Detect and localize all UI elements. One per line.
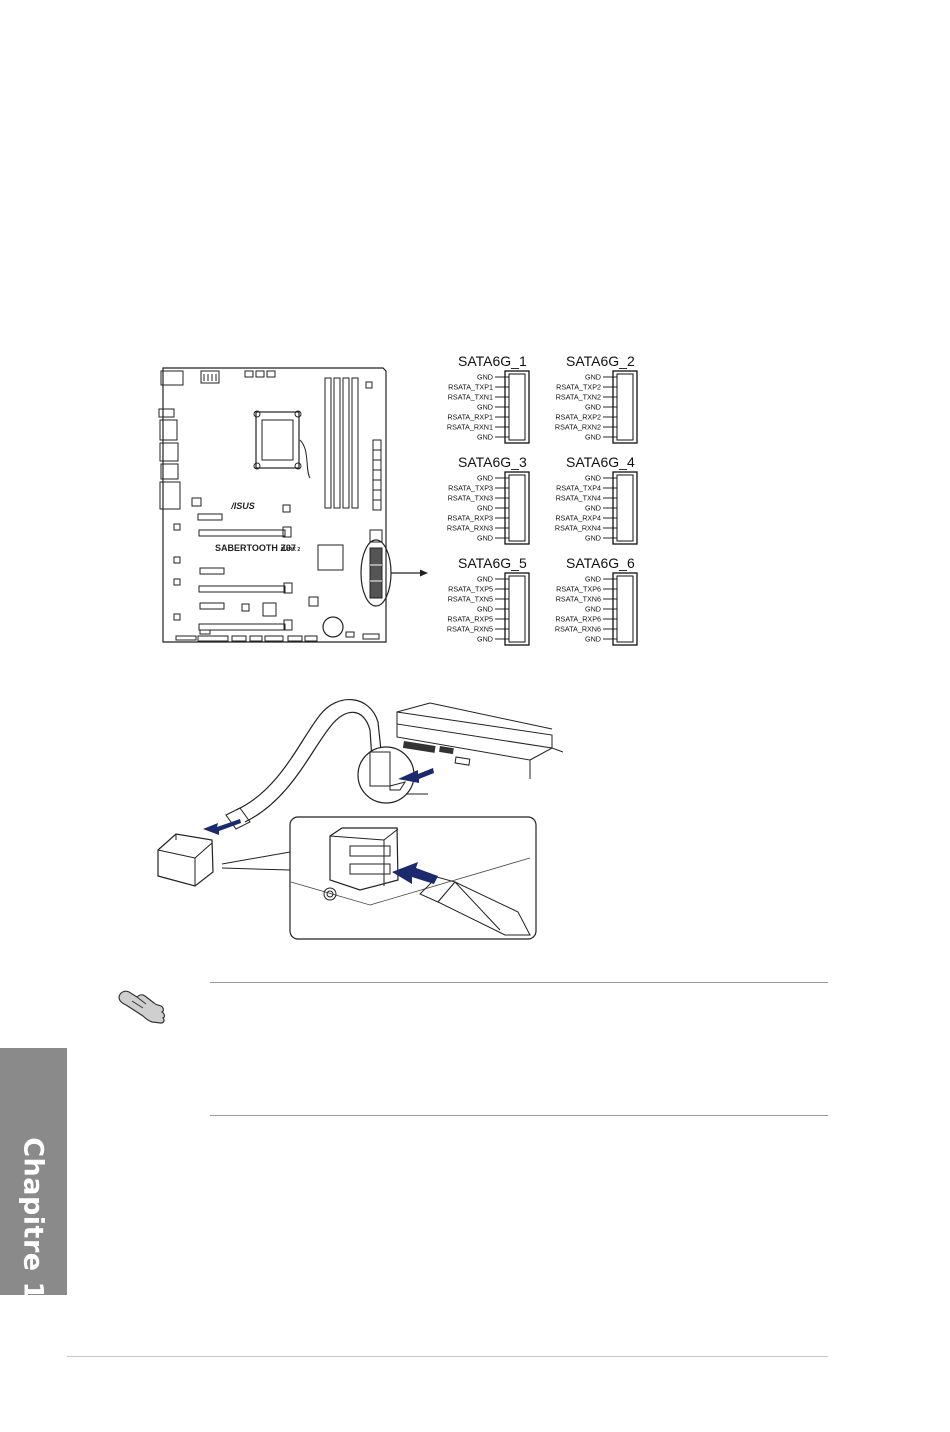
sata-connector-1: SATA6G_1GNDRSATA_TXP1RSATA_TXN1GNDRSATA_…	[447, 353, 530, 444]
connector-title: SATA6G_1	[458, 353, 527, 369]
pin-label: RSATA_TXP4	[556, 484, 601, 493]
pin-label: GND	[477, 534, 493, 543]
board-model-label: SABERTOOTH Z97	[215, 543, 296, 553]
chapter-tab: Chapitre 1	[0, 1048, 67, 1301]
sata-connector-4: SATA6G_4GNDRSATA_TXP4RSATA_TXN4GNDRSATA_…	[555, 454, 638, 545]
pin-label: RSATA_RXP2	[555, 413, 601, 422]
pin-label: RSATA_TXN4	[556, 494, 601, 503]
connector-title: SATA6G_3	[458, 454, 527, 470]
pin-label: RSATA_TXP2	[556, 383, 601, 392]
pin-label: RSATA_TXN6	[556, 595, 601, 604]
pin-label: RSATA_RXP3	[447, 514, 493, 523]
pin-label: GND	[477, 474, 493, 483]
pin-label: GND	[585, 474, 601, 483]
pin-label: RSATA_TXN3	[448, 494, 493, 503]
pin-label: RSATA_RXN6	[555, 625, 601, 634]
pin-label: RSATA_RXN2	[555, 423, 601, 432]
pin-label: RSATA_RXN1	[447, 423, 493, 432]
pin-label: GND	[477, 605, 493, 614]
chapter-tab-label: Chapitre 1	[17, 1137, 49, 1301]
pin-label: GND	[585, 373, 601, 382]
pin-label: RSATA_TXN2	[556, 393, 601, 402]
connector-title: SATA6G_4	[566, 454, 635, 470]
note-divider-top	[210, 982, 828, 983]
sata-connector-3: SATA6G_3GNDRSATA_TXP3RSATA_TXN3GNDRSATA_…	[447, 454, 530, 545]
pin-label: RSATA_TXP1	[448, 383, 493, 392]
pin-label: GND	[585, 575, 601, 584]
pin-label: GND	[585, 605, 601, 614]
pin-label: RSATA_RXN3	[447, 524, 493, 533]
note-divider-bottom	[210, 1115, 828, 1116]
pin-label: GND	[585, 403, 601, 412]
pin-label: GND	[477, 373, 493, 382]
pin-label: RSATA_RXN4	[555, 524, 601, 533]
pin-label: GND	[585, 534, 601, 543]
pin-label: RSATA_RXP4	[555, 514, 601, 523]
footer-divider	[67, 1356, 828, 1357]
pin-label: RSATA_TXN1	[448, 393, 493, 402]
pin-label: RSATA_TXP5	[448, 585, 493, 594]
pin-label: RSATA_RXP1	[447, 413, 493, 422]
pin-label: GND	[477, 433, 493, 442]
pin-label: RSATA_TXP6	[556, 585, 601, 594]
pin-label: GND	[477, 575, 493, 584]
connector-title: SATA6G_2	[566, 353, 635, 369]
pin-label: RSATA_TXP3	[448, 484, 493, 493]
pin-label: GND	[585, 504, 601, 513]
pin-label: GND	[477, 403, 493, 412]
sata-connector-5: SATA6G_5GNDRSATA_TXP5RSATA_TXN5GNDRSATA_…	[447, 555, 530, 646]
note-hand-icon	[116, 983, 174, 1030]
connector-title: SATA6G_5	[458, 555, 527, 571]
board-model-suffix: MARK 2	[281, 547, 300, 553]
sata-connector-2: SATA6G_2GNDRSATA_TXP2RSATA_TXN2GNDRSATA_…	[555, 353, 638, 444]
svg-text:/ISUS: /ISUS	[230, 501, 255, 511]
pin-label: RSATA_TXN5	[448, 595, 493, 604]
sata-pinout-diagrams: SATA6G_1GNDRSATA_TXP1RSATA_TXN1GNDRSATA_…	[447, 353, 638, 646]
pin-label: GND	[477, 504, 493, 513]
pin-label: GND	[477, 635, 493, 644]
pin-label: RSATA_RXN5	[447, 625, 493, 634]
sata-connector-6: SATA6G_6GNDRSATA_TXP6RSATA_TXN6GNDRSATA_…	[555, 555, 638, 646]
connector-title: SATA6G_6	[566, 555, 635, 571]
pin-label: RSATA_RXP5	[447, 615, 493, 624]
pin-label: GND	[585, 433, 601, 442]
pin-label: RSATA_RXP6	[555, 615, 601, 624]
pin-label: GND	[585, 635, 601, 644]
